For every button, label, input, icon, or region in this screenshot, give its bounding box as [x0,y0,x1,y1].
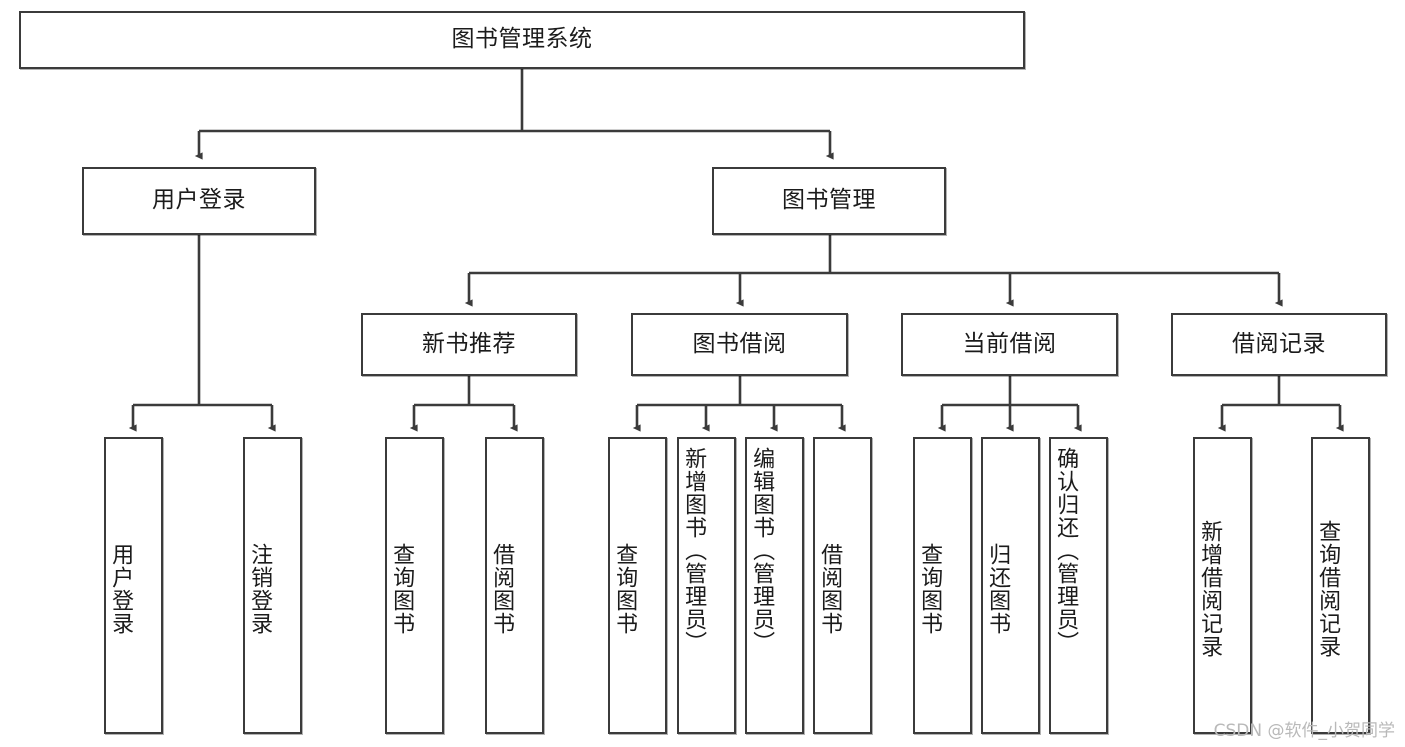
node-leaf-query-book-2[interactable]: 查询图书 [608,437,667,734]
vertical-text-wrap: 用户登录 [106,445,134,732]
node-label: 借阅图书 [817,542,843,635]
vertical-text-wrap: 编辑图书（管理员） [747,443,775,734]
node-leaf-add-book[interactable]: 新增图书（管理员） [677,437,736,734]
node-label: 编辑图书（管理员） [749,447,775,654]
node-leaf-borrow-book-2[interactable]: 借阅图书 [813,437,872,734]
vertical-text-wrap: 借阅图书 [487,445,515,732]
node-label: 新书推荐 [422,330,516,357]
node-new-book-rec[interactable]: 新书推荐 [361,313,577,376]
node-label: 查询借阅记录 [1315,519,1341,658]
node-label: 图书借阅 [692,330,787,357]
vertical-text-wrap: 新增图书（管理员） [679,443,707,734]
node-label: 当前借阅 [962,330,1057,357]
vertical-text-wrap: 借阅图书 [815,445,843,732]
csdn-watermark: CSDN @软件_小贺同学 [1213,721,1395,741]
node-leaf-user-login[interactable]: 用户登录 [104,437,163,734]
node-label: 查询图书 [612,542,638,635]
node-leaf-logout[interactable]: 注销登录 [243,437,302,734]
node-book-manage[interactable]: 图书管理 [712,167,946,235]
node-label: 图书管理 [782,187,876,214]
node-book-borrow[interactable]: 图书借阅 [631,313,848,376]
vertical-text-wrap: 新增借阅记录 [1195,445,1223,732]
node-label: 新增借阅记录 [1197,519,1223,658]
node-leaf-query-record[interactable]: 查询借阅记录 [1311,437,1370,734]
node-label: 确认归还（管理员） [1053,447,1079,654]
node-label: 用户登录 [108,542,134,635]
vertical-text-wrap: 查询借阅记录 [1313,445,1341,732]
node-leaf-query-book-3[interactable]: 查询图书 [913,437,972,734]
node-label: 归还图书 [985,542,1011,635]
node-user-login[interactable]: 用户登录 [82,167,316,235]
node-label: 图书管理系统 [451,26,593,53]
node-leaf-add-record[interactable]: 新增借阅记录 [1193,437,1252,734]
node-label: 用户登录 [152,187,246,214]
node-label: 查询图书 [917,542,943,635]
node-root[interactable]: 图书管理系统 [19,11,1025,69]
vertical-text-wrap: 确认归还（管理员） [1051,443,1079,734]
vertical-text-wrap: 归还图书 [983,445,1011,732]
node-label: 查询图书 [389,542,415,635]
node-label: 新增图书（管理员） [681,447,707,654]
node-leaf-borrow-book-1[interactable]: 借阅图书 [485,437,544,734]
vertical-text-wrap: 查询图书 [610,445,638,732]
node-leaf-return-book[interactable]: 归还图书 [981,437,1040,734]
node-label: 注销登录 [247,542,273,635]
vertical-text-wrap: 查询图书 [387,445,415,732]
vertical-text-wrap: 查询图书 [915,445,943,732]
node-current-borrow[interactable]: 当前借阅 [901,313,1118,376]
node-leaf-edit-book[interactable]: 编辑图书（管理员） [745,437,804,734]
node-leaf-query-book-1[interactable]: 查询图书 [385,437,444,734]
node-label: 借阅图书 [489,542,515,635]
vertical-text-wrap: 注销登录 [245,445,273,732]
node-borrow-record[interactable]: 借阅记录 [1171,313,1387,376]
node-label: 借阅记录 [1232,330,1326,357]
node-leaf-confirm-return[interactable]: 确认归还（管理员） [1049,437,1108,734]
